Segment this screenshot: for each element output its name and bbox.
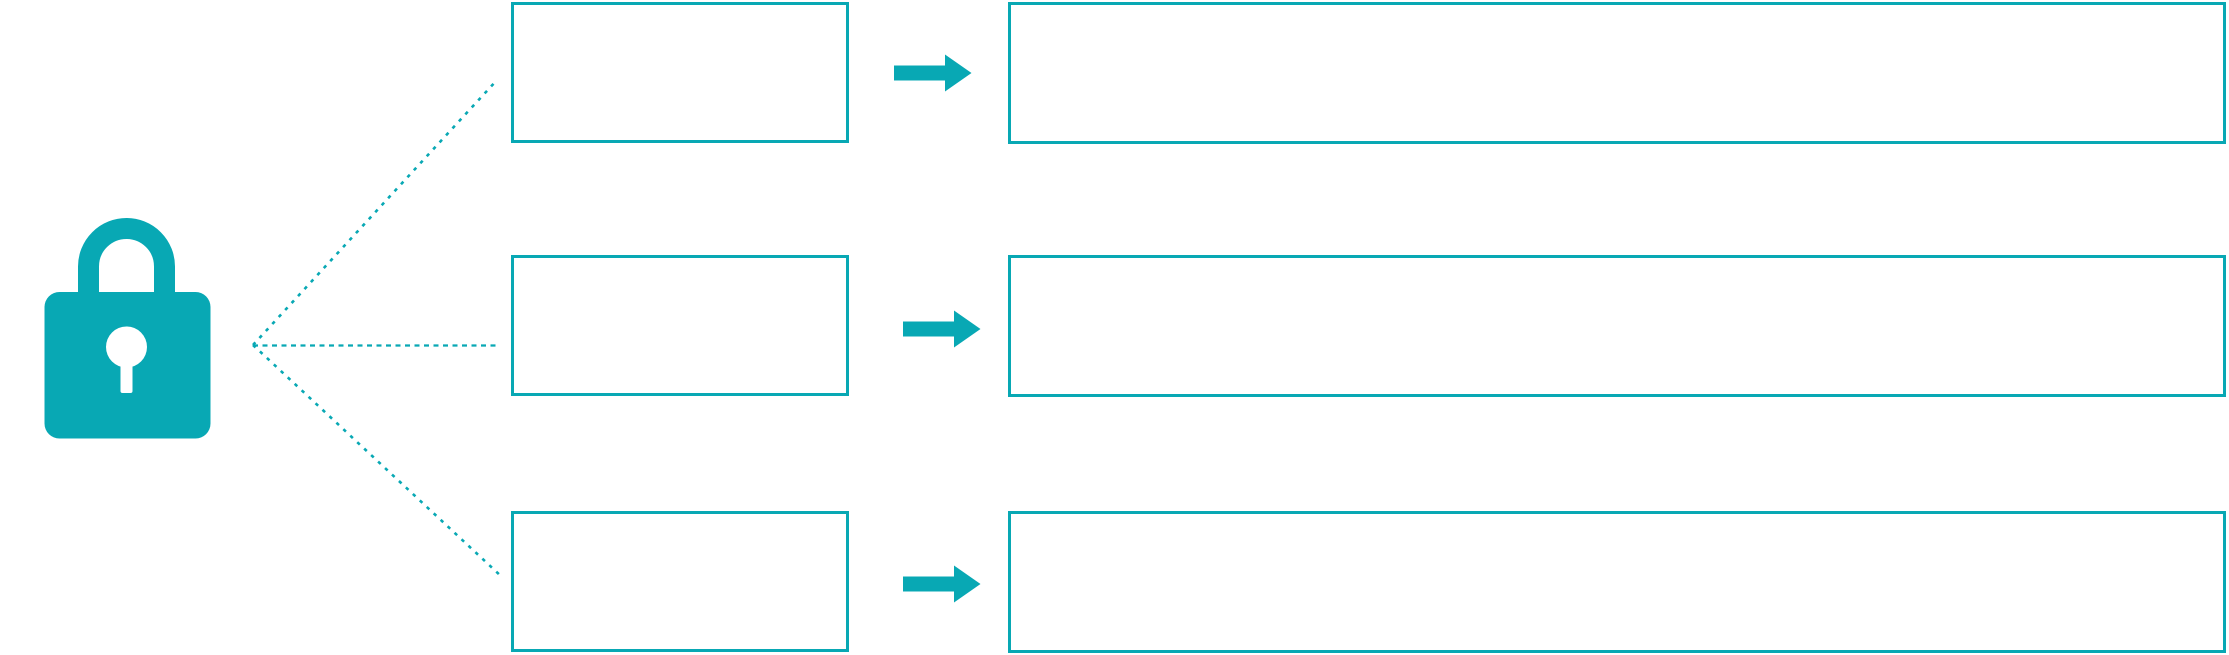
description-label-3 <box>1611 576 1623 588</box>
description-label-2 <box>1611 320 1623 332</box>
lock-keyhole-circle <box>106 326 147 368</box>
lock-shackle <box>78 218 175 298</box>
description-box-2 <box>1008 255 2226 397</box>
term-label-3 <box>674 576 686 588</box>
dotted-connector-bottom <box>252 344 503 578</box>
arrow-right-icon <box>903 565 981 603</box>
arrow-right-icon <box>894 54 972 92</box>
lock-icon <box>44 218 211 439</box>
dotted-connector-top <box>252 79 498 346</box>
term-box-3 <box>511 511 849 652</box>
term-label-2 <box>674 320 686 332</box>
description-box-1 <box>1008 2 2226 144</box>
description-label-1 <box>1611 67 1623 79</box>
term-label-1 <box>674 67 686 79</box>
arrow-right-icon <box>903 310 981 348</box>
term-box-1 <box>511 2 849 143</box>
description-box-3 <box>1008 511 2226 653</box>
lock-keyhole-stem <box>120 348 133 393</box>
term-box-2 <box>511 255 849 396</box>
